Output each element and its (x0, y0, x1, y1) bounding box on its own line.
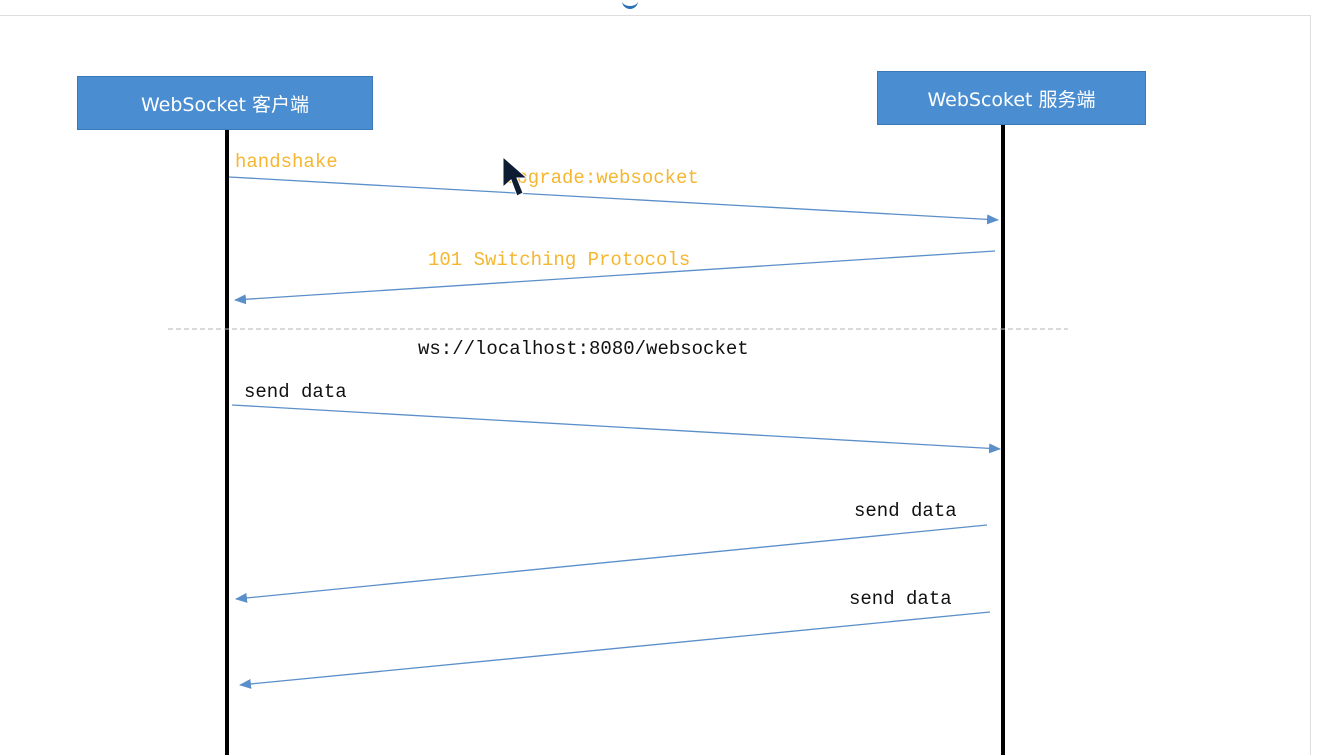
server-participant-label: WebScoket 服务端 (927, 88, 1096, 111)
handshake-label: handshake (235, 151, 338, 173)
mouse-cursor-icon (502, 155, 529, 197)
send-data-label-1: send data (244, 381, 347, 403)
top-edge-mark (622, 0, 638, 9)
send-data-arrow-1 (231, 404, 1001, 454)
send-data-label-3: send data (849, 588, 952, 610)
switching-protocols-arrow (234, 250, 996, 305)
send-data-arrow-2 (235, 524, 988, 603)
client-participant-label: WebSocket 客户端 (140, 93, 310, 116)
client-participant-box: WebSocket 客户端 (77, 76, 373, 130)
send-data-arrow-3 (239, 611, 991, 689)
frame-top-border (0, 15, 1310, 16)
frame-right-border (1310, 15, 1311, 755)
upgrade-label: Upgrade:websocket (505, 167, 699, 189)
send-data-label-2: send data (854, 500, 957, 522)
handshake-arrow (228, 176, 999, 225)
server-participant-box: WebScoket 服务端 (877, 71, 1146, 125)
switching-protocols-label: 101 Switching Protocols (428, 249, 690, 271)
websocket-url-label: ws://localhost:8080/websocket (418, 338, 749, 360)
